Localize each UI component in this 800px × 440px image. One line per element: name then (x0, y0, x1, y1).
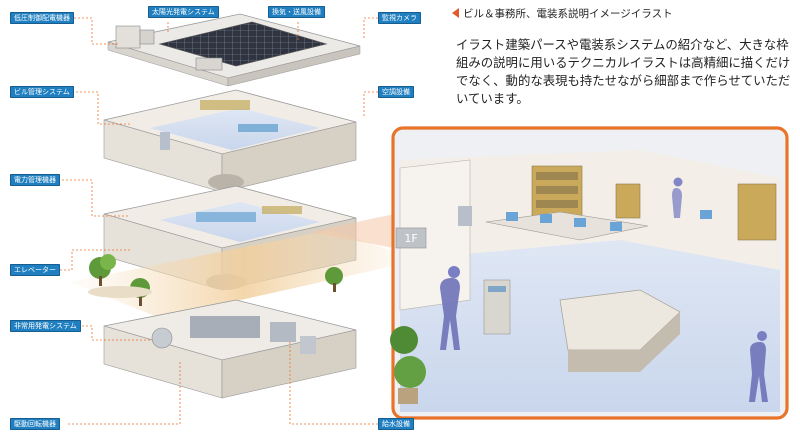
label-hv-power: 低圧制御配電機器 (10, 12, 74, 24)
equipment-floor (103, 299, 357, 399)
label-motor: 駆動回転機器 (10, 418, 60, 430)
caption: ビル＆事務所、電装系説明イメージイラスト (452, 6, 673, 21)
leader-lines (56, 17, 378, 425)
caption-text: ビル＆事務所、電装系説明イメージイラスト (463, 8, 673, 20)
label-emergency: 非常用発電システム (10, 320, 81, 332)
label-camera: 監視カメラ (378, 12, 421, 24)
roof-level (107, 13, 361, 87)
label-aircon: 空調設備 (378, 86, 414, 98)
description-text: イラスト建築パースや電装系システムの紹介など、大きな枠組みの説明に用いるテクニカ… (456, 37, 791, 106)
street-trees (88, 254, 343, 306)
floor-sign: 1F (404, 232, 417, 245)
zoom-detail-panel: 1F (310, 126, 789, 420)
light-glow-band (70, 230, 420, 318)
label-water: 給水設備 (378, 418, 414, 430)
label-ventilation: 換気・送風設備 (268, 6, 325, 18)
label-elevator: エレベーター (10, 264, 60, 276)
label-power-mgmt: 電力管理機器 (10, 174, 60, 186)
caption-arrow-icon (452, 8, 459, 18)
upper-office-floor (103, 89, 357, 193)
label-bms: ビル管理システム (10, 86, 74, 98)
person-figure (749, 342, 768, 402)
person-figure (440, 278, 460, 350)
label-solar: 太陽光発電システム (148, 6, 219, 18)
